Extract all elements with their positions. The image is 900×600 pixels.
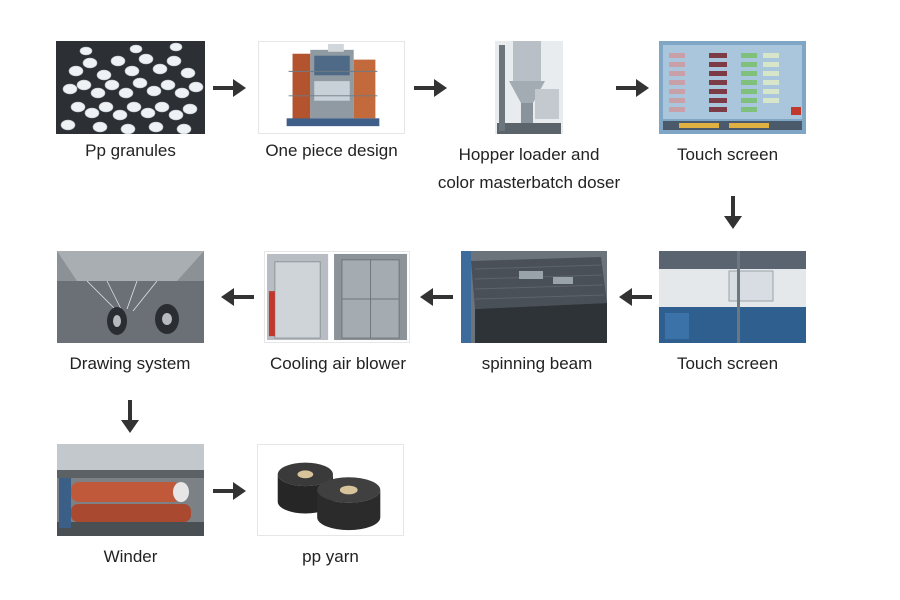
arrow-left-icon bbox=[618, 287, 652, 307]
arrow-right-icon bbox=[213, 481, 247, 501]
arrow-down-icon bbox=[120, 400, 140, 434]
pp-granules-photo bbox=[56, 41, 205, 134]
drawing-system-photo bbox=[57, 251, 204, 343]
arrow-right-icon bbox=[616, 78, 650, 98]
touch-screen-panel-photo bbox=[659, 41, 806, 134]
winder-photo bbox=[57, 444, 204, 536]
step-label-pp-granules: Pp granules bbox=[85, 141, 176, 160]
arrow-left-icon bbox=[419, 287, 453, 307]
step-label-touch-screen-1: Touch screen bbox=[676, 145, 779, 164]
step-label-pp-yarn: pp yarn bbox=[302, 547, 359, 566]
arrow-left-icon bbox=[220, 287, 254, 307]
step-label-hopper-loader-line2: color masterbatch doser bbox=[437, 173, 621, 192]
step-label-touch-screen-2: Touch screen bbox=[676, 354, 779, 373]
touch-screen-cabinet-photo bbox=[659, 251, 806, 343]
cooling-air-blower-photo bbox=[264, 251, 410, 343]
spinning-beam-photo bbox=[461, 251, 607, 343]
extrusion-machine-photo bbox=[258, 41, 405, 134]
step-label-cooling-air-blower: Cooling air blower bbox=[269, 354, 407, 373]
hopper-loader-photo bbox=[455, 41, 603, 134]
step-label-winder: Winder bbox=[103, 547, 158, 566]
arrow-right-icon bbox=[414, 78, 448, 98]
arrow-down-icon bbox=[723, 196, 743, 230]
arrow-right-icon bbox=[213, 78, 247, 98]
step-label-spinning-beam: spinning beam bbox=[481, 354, 593, 373]
step-label-one-piece-design: One piece design bbox=[265, 141, 398, 160]
step-label-hopper-loader-line1: Hopper loader and bbox=[458, 145, 600, 164]
step-label-drawing-system: Drawing system bbox=[69, 354, 191, 373]
pp-yarn-bobbins-photo bbox=[257, 444, 404, 536]
